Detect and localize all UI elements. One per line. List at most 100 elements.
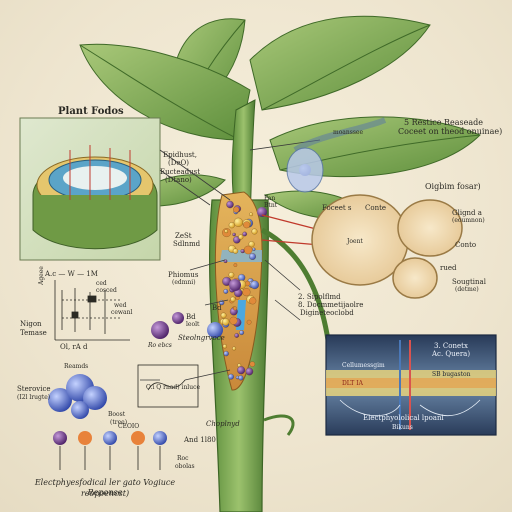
stem-cell-dot [243,221,251,229]
label-restice: 5 Restice Reaseade [404,118,484,127]
chart-wed: wed [114,302,127,309]
stem-cell-dot [230,296,236,302]
label-roc: Roc [177,455,189,462]
caption-line-2: reopoencst) [80,489,130,498]
cell-nucleus [257,207,267,217]
stem-cell-dot [223,288,229,294]
stem-cell-dot [224,229,229,234]
stem-cell-dot [251,228,258,235]
stem-cell-dot [228,222,235,229]
diagram-title: Plant Fodos [58,106,124,117]
stem-cell-dot [237,273,246,282]
stem-cell-dot [249,361,256,367]
stem-cell-dot [232,346,237,351]
stem-cell-dot [250,280,260,290]
label-steolngrvoce: Steolngrvoce [178,334,225,342]
label-fan: Fan [264,195,276,202]
label-ceed: rued [440,264,457,272]
stem-cell-dot [233,263,238,267]
inset-title-1: 3. Conetx [434,342,468,350]
stem-cell-dot [237,366,246,375]
stem-cell-dot [249,253,256,260]
label-reamds: Reamds [64,363,89,370]
label-i2l-lrugte: (I2l lrugte) [17,394,51,401]
label-phiomus: Phiomus [168,271,199,279]
label-glignd: Glignd a [452,209,482,217]
stem-cell-dot [239,330,245,336]
stem-cell-dot [232,248,239,254]
stem-cell-dot [249,297,257,305]
stem-cell-dot [228,373,234,380]
label-ro-ebcs: Ro ebcs [148,342,172,349]
cell-nucleus [207,322,223,338]
label-foceet: Foceet s [322,204,352,212]
label-docmmetijaolre: 8. Docmmetijaolre [298,301,364,309]
stem-cell-dot [220,312,227,319]
stem-cell-dot [228,272,235,278]
label-btnt: Btnt [264,202,278,209]
top-left-inset [19,117,161,261]
label-edmni: (edmni) [172,279,196,286]
caption-line-1: Electphyesfodical ler gato Vogiuce Repon… [34,478,176,497]
stem-cell-dot [238,375,244,381]
chart-ced: ced [96,280,107,287]
label-epidhust: Epidhust, [163,151,197,159]
right-inset-panel [325,334,497,436]
label-leolt: leolt [186,321,200,328]
stem-cell-dot [233,306,238,311]
right-top-cells [286,117,463,299]
stem-cell-dot [223,350,229,357]
inset-band-right: SB bugaston [432,371,471,378]
label-conto: Conto [455,241,477,249]
stem-cell-dot [233,217,243,227]
stem-cell-dot [252,247,256,251]
label-boost: Boost [108,411,126,418]
label-zest: ZeSt [175,232,192,240]
label-and: And 1l80 [184,436,216,444]
stem-cell-dot [232,232,236,237]
inset-bottom-2: Bikuns [392,424,413,431]
chart-header: A.c — W — 1M [45,270,98,278]
stem-cell-dot [238,234,244,240]
cell-nucleus [229,279,241,291]
inset-bottom: Electphyololical lpoanl [363,414,444,422]
label-sougtinal: Sougtinal [452,278,486,286]
inset-left-label: Cellumessgim [342,362,385,369]
stem-cell-dot [229,316,238,325]
label-eucteadust: Eucteadust [160,168,201,176]
label-ceaio: CEOIO [118,423,140,430]
label-temase: Temase [20,329,47,337]
label-joent: Joent [347,238,363,245]
molecule-spheres [48,312,199,470]
stem-cell-dot [242,231,248,237]
label-oigbim: Oigbim fosar) [425,182,481,191]
label-dtano: (Dtano) [165,176,192,184]
label-sdlnmd: Sdlnmd [173,240,201,248]
stem-cell-dot [233,206,240,213]
label-choplnyd: Choplnyd [206,420,240,428]
stem-cell-dot [249,212,253,217]
label-digineteoclobd: Digineteoclobd [300,309,354,317]
label-eoumnon: (eoumnon) [452,217,485,224]
label-nigon: Nigon [20,320,42,328]
stem-cell-dot [245,367,254,376]
label-deo: (DeO) [168,159,189,167]
label-bd: Bd [212,304,222,312]
box-line: O.i Q rnad) inluce [146,384,201,391]
label-tree: (tree) [110,419,128,426]
left-chart [54,280,130,341]
chart-cosced: cosced [96,287,117,294]
stem-cell-dot [222,344,227,349]
stem-cell-dot [226,200,234,209]
connector-lines [140,139,321,381]
label-bd2: Bd [186,313,196,321]
inset-title-2: Ac. Quera) [432,350,471,358]
chart-ylabel: Ageee [38,266,45,285]
stem-cell-dot [240,249,245,254]
chart-cewanl: cewanl [111,309,133,316]
stem-cell-dot [222,318,230,326]
stem-cell-dot [248,241,255,248]
inset-band-left: DLT IA [342,380,363,387]
